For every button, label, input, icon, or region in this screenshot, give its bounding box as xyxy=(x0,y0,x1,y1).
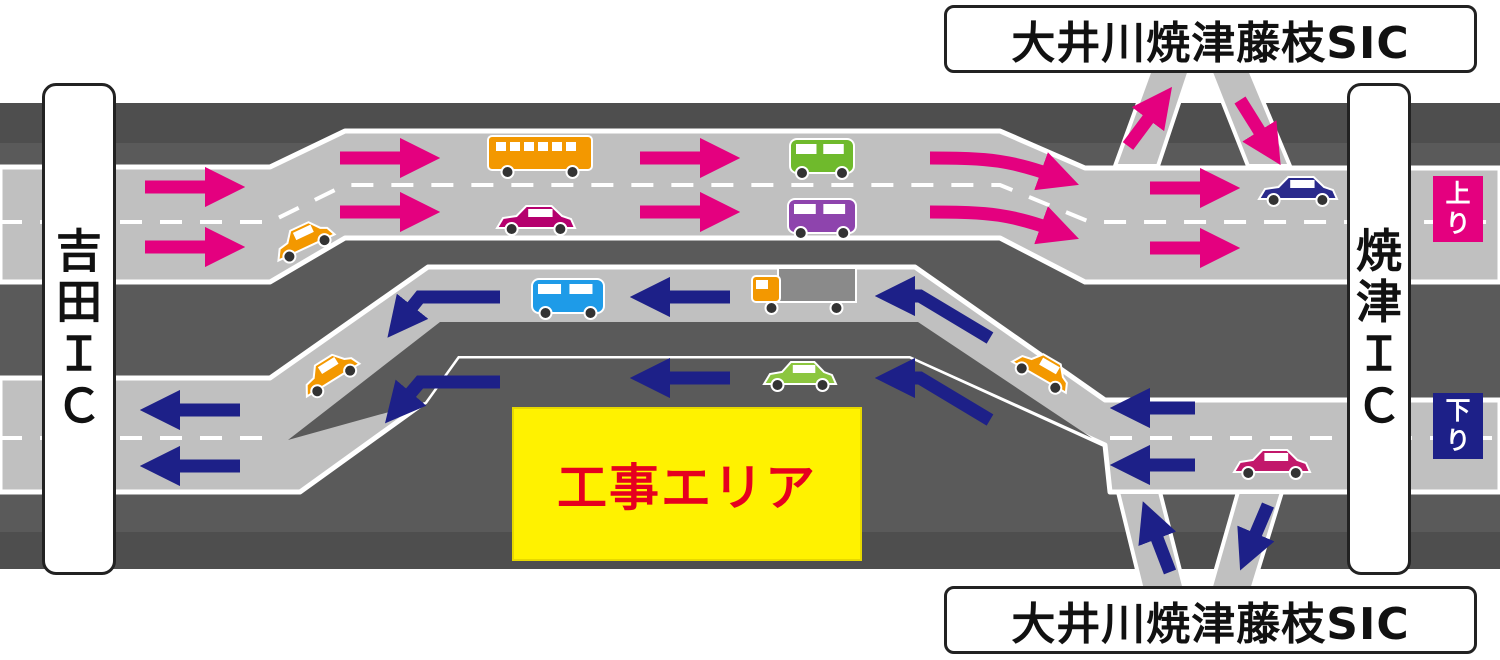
yoshida-ic-char: 吉 xyxy=(56,223,102,278)
down-line-badge: 下 り xyxy=(1433,393,1483,459)
car-icon xyxy=(1257,176,1339,207)
up-direction-arrow xyxy=(1122,86,1173,150)
yaizu-ic-char: Ｃ xyxy=(1356,378,1402,433)
yoshida-ic-char: Ｉ xyxy=(56,327,102,381)
down-direction-arrow xyxy=(874,275,994,344)
detour-median xyxy=(288,322,1092,440)
car-icon xyxy=(495,205,577,236)
work-area-label: 工事エリア xyxy=(557,459,817,517)
yoshida-ic-char: Ｃ xyxy=(56,378,102,433)
down-direction-arrow xyxy=(387,290,500,338)
yoshida-ic-char: 田 xyxy=(56,275,102,330)
smart-ic-label-bottom: 大井川焼津藤枝SIC xyxy=(944,586,1477,654)
yaizu-ic-char: 焼 xyxy=(1356,223,1402,278)
yaizu-ic-char: 津 xyxy=(1356,275,1402,330)
up-direction-arrow xyxy=(1234,96,1281,166)
up-line-char: り xyxy=(1445,209,1471,238)
down-line-char: り xyxy=(1445,426,1471,455)
yoshida-ic-label: 吉 田 Ｉ Ｃ xyxy=(42,83,116,575)
van-icon xyxy=(531,278,605,320)
down-direction-arrow xyxy=(384,375,500,424)
down-line-char: 下 xyxy=(1445,396,1471,425)
up-line-char: 上 xyxy=(1445,179,1471,208)
yaizu-ic-char: Ｉ xyxy=(1356,327,1402,381)
bus-icon xyxy=(487,135,593,179)
van-icon xyxy=(789,138,855,180)
car-icon xyxy=(305,353,362,399)
yaizu-ic-label: 焼 津 Ｉ Ｃ xyxy=(1347,83,1411,575)
car-icon xyxy=(1010,353,1068,395)
truck-icon xyxy=(751,267,857,315)
down-direction-arrow xyxy=(1237,502,1275,571)
van-icon xyxy=(787,198,857,240)
work-area: 工事エリア xyxy=(512,407,862,561)
down-direction-arrow xyxy=(1138,501,1177,575)
up-direction-arrow xyxy=(929,151,1079,191)
up-direction-arrow xyxy=(929,205,1079,245)
car-icon xyxy=(277,221,337,264)
car-icon xyxy=(762,361,838,392)
down-carriageway xyxy=(0,264,1500,495)
down-direction-arrow xyxy=(874,357,994,426)
traffic-arrows xyxy=(139,86,1281,575)
up-line-badge: 上 り xyxy=(1433,176,1483,242)
smart-ic-label-top: 大井川焼津藤枝SIC xyxy=(944,5,1477,73)
up-carriageway xyxy=(0,128,1500,285)
vehicles xyxy=(277,135,1339,480)
car-icon xyxy=(1232,449,1312,480)
